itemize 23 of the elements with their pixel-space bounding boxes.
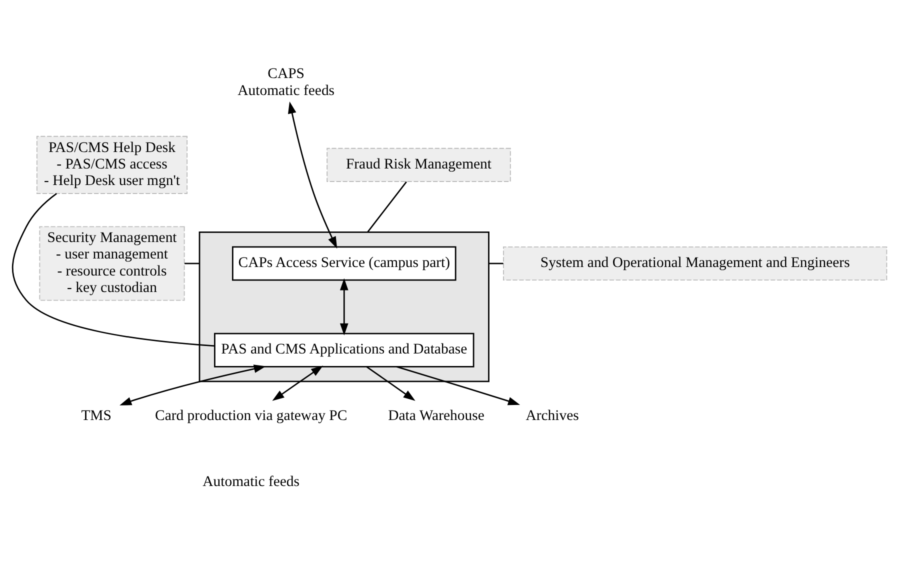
node-box: Fraud Risk Management — [326, 147, 511, 182]
arrow — [340, 278, 348, 335]
connector — [367, 180, 407, 232]
node-box: System and Operational Management and Engineers — [503, 246, 888, 280]
cluster — [198, 231, 490, 382]
node-box: PAS/CMS Help Desk - PAS/CMS access - Help Desk user mgn't — [36, 135, 188, 194]
arrow — [288, 101, 338, 248]
arrow — [120, 364, 266, 405]
node-text: Card production via gateway PC — [155, 407, 348, 424]
node-box: PAS and CMS Applications and Database — [214, 332, 474, 367]
label: Automatic feeds — [202, 474, 300, 490]
node-box: Security Management - user management - resource controls - key custodian — [39, 226, 185, 300]
arrow — [366, 366, 416, 400]
arrow — [272, 365, 324, 400]
node-text: CAPS Automatic feeds — [238, 66, 335, 98]
node-text: Data Warehouse — [388, 407, 484, 424]
connector — [12, 192, 215, 346]
arrow — [396, 366, 520, 405]
connector — [184, 262, 200, 264]
node-text: TMS — [81, 407, 112, 424]
connector — [488, 262, 504, 264]
node-box: CAPs Access Service (campus part) — [232, 246, 456, 280]
node-text: Archives — [526, 407, 579, 424]
